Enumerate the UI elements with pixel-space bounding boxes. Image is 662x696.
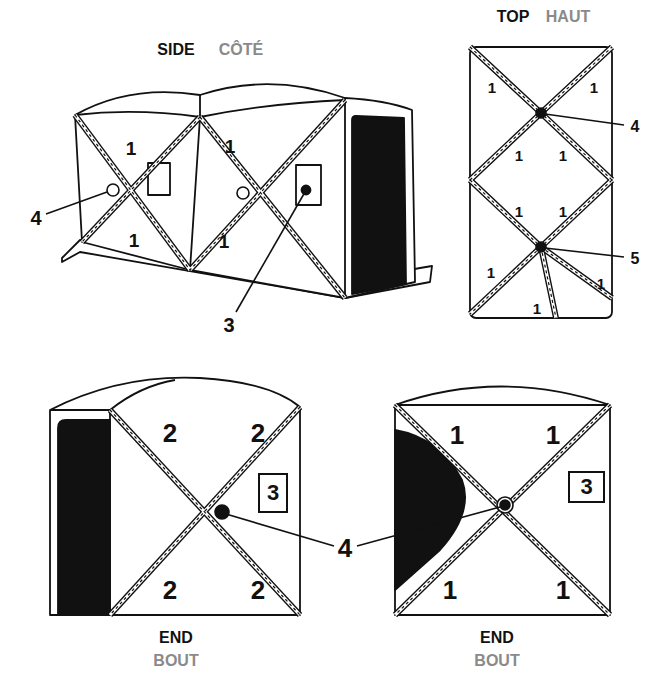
panel-number: 1	[597, 276, 605, 291]
panel-number: 1	[559, 148, 567, 163]
panel-number: 1	[443, 577, 457, 603]
boxed-number: 3	[258, 473, 288, 513]
panel-number: 2	[251, 577, 265, 603]
callout-number: 4	[338, 535, 352, 561]
callout-number: 4	[631, 119, 640, 135]
panel-number: 1	[556, 577, 570, 603]
view-title: HAUT	[546, 9, 590, 25]
panel-number: 1	[515, 148, 523, 163]
boxed-number: 3	[568, 471, 605, 503]
panel-number: 2	[251, 420, 265, 446]
panel-number: 1	[488, 80, 496, 95]
panel-number: 1	[590, 80, 598, 95]
view-title: TOP	[497, 9, 530, 25]
callout-number: 4	[30, 208, 41, 228]
panel-number: 1	[487, 265, 495, 280]
panel-number: 1	[559, 204, 567, 219]
callout-number: 5	[631, 251, 640, 267]
view-title: BOUT	[153, 653, 198, 669]
panel-number: 1	[546, 422, 560, 448]
panel-number: 2	[163, 420, 177, 446]
view-title: CÔTÉ	[219, 42, 263, 58]
panel-number: 1	[533, 301, 541, 316]
callout-number: 3	[223, 315, 234, 335]
callout-number: 3	[267, 482, 279, 504]
panel-number: 1	[129, 231, 140, 250]
panel-number: 1	[515, 204, 523, 219]
panel-number: 1	[225, 137, 236, 156]
panel-number: 1	[450, 422, 464, 448]
panel-number: 1	[126, 139, 137, 158]
view-title: BOUT	[474, 653, 519, 669]
view-title: SIDE	[157, 42, 194, 58]
view-title: END	[480, 630, 514, 646]
panel-number: 1	[219, 232, 230, 251]
callout-number: 3	[580, 476, 592, 498]
panel-number: 2	[163, 577, 177, 603]
view-title: END	[159, 630, 193, 646]
